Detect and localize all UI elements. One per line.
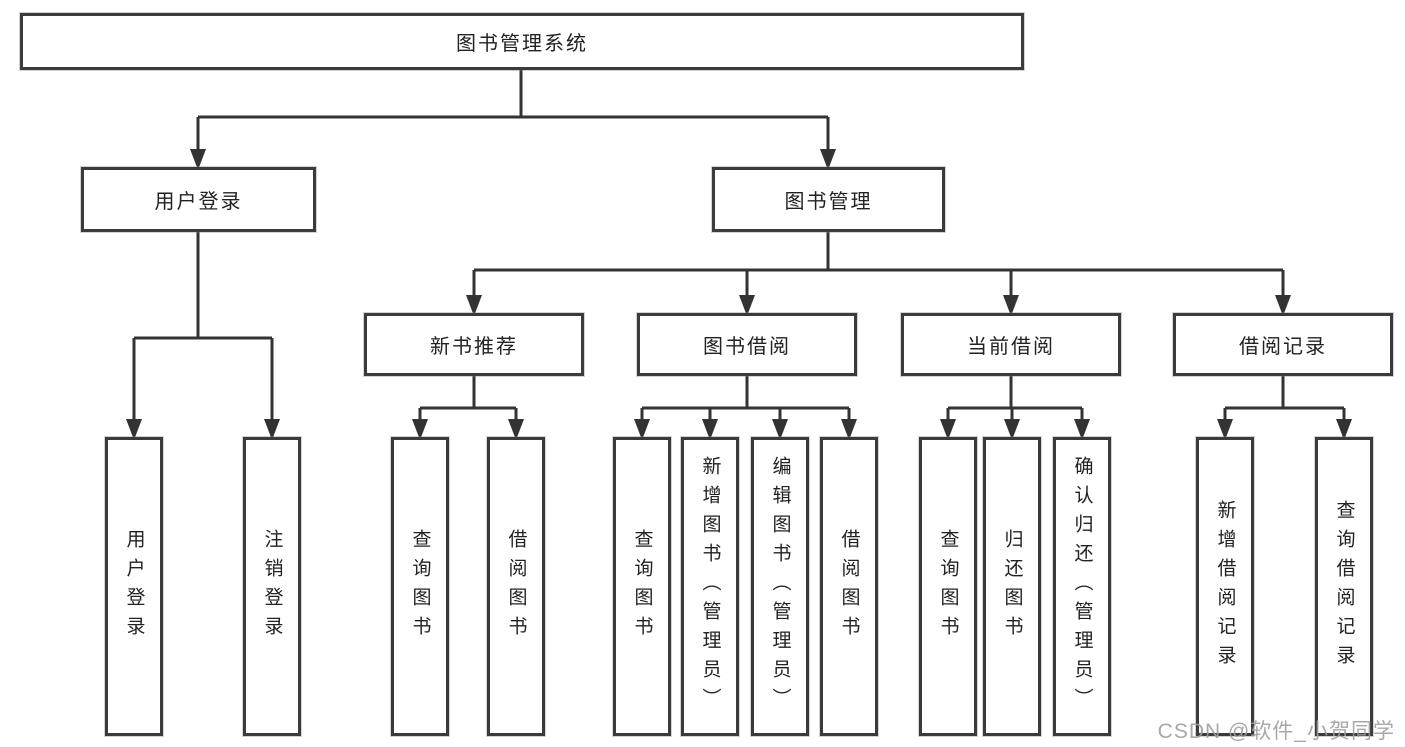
node-book-management: 图书管理 <box>712 167 945 232</box>
node-current-borrowing: 当前借阅 <box>901 313 1121 376</box>
node-label: 图书借阅 <box>703 336 791 358</box>
leaf-label: 查询借阅记录 <box>1333 499 1355 674</box>
leaf-label: 查询图书 <box>631 528 653 645</box>
leaf-query-books-current: 查询图书 <box>919 437 977 736</box>
leaf-label: 归还图书 <box>1001 528 1023 645</box>
leaf-label: 借阅图书 <box>505 528 527 645</box>
leaf-label: 查询图书 <box>409 528 431 645</box>
leaf-borrow-books: 借阅图书 <box>820 437 878 736</box>
leaf-edit-book-admin: 编辑图书（管理员） <box>751 437 809 736</box>
node-book-borrowing: 图书借阅 <box>637 313 857 376</box>
node-label: 当前借阅 <box>967 336 1055 358</box>
node-library-management-system: 图书管理系统 <box>20 13 1024 70</box>
leaf-logout: 注销登录 <box>243 437 301 736</box>
node-new-book-recommendation: 新书推荐 <box>364 313 584 376</box>
leaf-confirm-return-admin: 确认归还（管理员） <box>1053 437 1111 736</box>
node-user-login: 用户登录 <box>81 167 316 232</box>
leaf-label: 查询图书 <box>937 528 959 645</box>
node-label: 新书推荐 <box>430 336 518 358</box>
leaf-add-book-admin: 新增图书（管理员） <box>681 437 739 736</box>
leaf-query-books-borrowing: 查询图书 <box>613 437 671 736</box>
leaf-query-borrow-record: 查询借阅记录 <box>1315 437 1373 736</box>
leaf-user-login: 用户登录 <box>105 437 163 736</box>
watermark: CSDN @软件_小贺同学 <box>1157 720 1395 743</box>
leaf-borrow-books-recommend: 借阅图书 <box>487 437 545 736</box>
leaf-label: 用户登录 <box>123 528 145 645</box>
leaf-label: 编辑图书（管理员） <box>769 456 791 717</box>
node-label: 图书管理 <box>784 191 873 213</box>
leaf-return-books: 归还图书 <box>983 437 1041 736</box>
leaf-label: 新增借阅记录 <box>1214 499 1236 674</box>
node-label: 借阅记录 <box>1239 336 1327 358</box>
arrow-stems <box>132 117 1346 424</box>
leaf-query-books-recommend: 查询图书 <box>391 437 449 736</box>
node-label: 用户登录 <box>154 191 243 213</box>
node-borrowing-records: 借阅记录 <box>1173 313 1393 376</box>
leaf-label: 新增图书（管理员） <box>699 456 721 717</box>
leaf-label: 确认归还（管理员） <box>1071 456 1093 717</box>
node-label: 图书管理系统 <box>456 33 588 55</box>
leaf-label: 借阅图书 <box>838 528 860 645</box>
leaf-add-borrow-record: 新增借阅记录 <box>1196 437 1254 736</box>
leaf-label: 注销登录 <box>261 528 283 645</box>
tree-branch-bars <box>134 70 1344 410</box>
